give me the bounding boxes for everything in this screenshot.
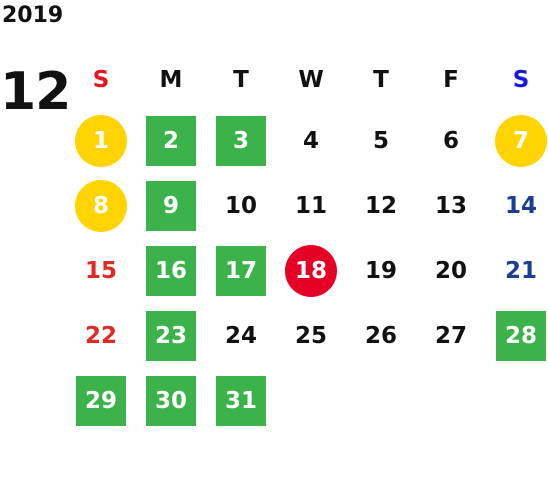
day-cell[interactable]: 28 xyxy=(486,303,548,368)
day-cell[interactable]: 20 xyxy=(416,238,486,303)
empty-day-cell xyxy=(276,368,346,433)
empty-day-cell xyxy=(416,368,486,433)
empty-day-cell xyxy=(346,368,416,433)
day-cell[interactable]: 26 xyxy=(346,303,416,368)
day-cell[interactable]: 29 xyxy=(66,368,136,433)
day-cell[interactable]: 14 xyxy=(486,173,548,238)
day-cell[interactable]: 19 xyxy=(346,238,416,303)
day-number: 4 xyxy=(302,127,319,154)
day-number: 11 xyxy=(294,192,327,219)
day-number: 20 xyxy=(434,257,467,284)
day-cell[interactable]: 25 xyxy=(276,303,346,368)
day-number: 24 xyxy=(224,322,257,349)
day-number: 7 xyxy=(512,127,529,154)
day-number: 17 xyxy=(224,257,257,284)
day-number: 30 xyxy=(154,387,187,414)
day-cell[interactable]: 23 xyxy=(136,303,206,368)
day-cell[interactable]: 18 xyxy=(276,238,346,303)
day-number: 8 xyxy=(92,192,109,219)
weekday-thursday: T xyxy=(373,67,389,93)
day-cell[interactable]: 4 xyxy=(276,108,346,173)
day-number: 5 xyxy=(372,127,389,154)
day-cell[interactable]: 12 xyxy=(346,173,416,238)
year-label: 2019 xyxy=(2,3,64,28)
day-cell[interactable]: 6 xyxy=(416,108,486,173)
day-cell[interactable]: 2 xyxy=(136,108,206,173)
day-cell[interactable]: 5 xyxy=(346,108,416,173)
day-cell[interactable]: 3 xyxy=(206,108,276,173)
day-cell[interactable]: 8 xyxy=(66,173,136,238)
day-number: 19 xyxy=(364,257,397,284)
day-number: 29 xyxy=(84,387,117,414)
day-number: 3 xyxy=(232,127,249,154)
day-number: 16 xyxy=(154,257,187,284)
day-number: 31 xyxy=(224,387,257,414)
day-number: 14 xyxy=(504,192,537,219)
weekday-saturday: S xyxy=(512,67,530,93)
day-cell[interactable]: 21 xyxy=(486,238,548,303)
day-number: 12 xyxy=(364,192,397,219)
day-number: 1 xyxy=(92,127,109,154)
day-number: 15 xyxy=(84,257,117,284)
day-number: 6 xyxy=(442,127,459,154)
day-cell[interactable]: 10 xyxy=(206,173,276,238)
day-cell[interactable]: 11 xyxy=(276,173,346,238)
day-number: 22 xyxy=(84,322,117,349)
day-cell[interactable]: 7 xyxy=(486,108,548,173)
day-cell[interactable]: 31 xyxy=(206,368,276,433)
weekday-sunday: S xyxy=(92,67,110,93)
day-cell[interactable]: 17 xyxy=(206,238,276,303)
day-cell[interactable]: 9 xyxy=(136,173,206,238)
weekday-monday: M xyxy=(159,67,183,93)
day-number: 21 xyxy=(504,257,537,284)
day-number: 9 xyxy=(162,192,179,219)
day-number: 10 xyxy=(224,192,257,219)
day-number: 28 xyxy=(504,322,537,349)
day-cell[interactable]: 27 xyxy=(416,303,486,368)
month-number: 12 xyxy=(0,62,71,122)
day-cell[interactable]: 1 xyxy=(66,108,136,173)
day-number: 2 xyxy=(162,127,179,154)
day-cell[interactable]: 13 xyxy=(416,173,486,238)
day-cell[interactable]: 15 xyxy=(66,238,136,303)
day-cell[interactable]: 24 xyxy=(206,303,276,368)
day-number: 23 xyxy=(154,322,187,349)
day-cell[interactable]: 30 xyxy=(136,368,206,433)
weekday-friday: F xyxy=(443,67,459,93)
day-cell[interactable]: 22 xyxy=(66,303,136,368)
empty-day-cell xyxy=(486,368,548,433)
weekday-tuesday: T xyxy=(233,67,249,93)
day-number: 18 xyxy=(294,257,327,284)
day-number: 25 xyxy=(294,322,327,349)
day-number: 26 xyxy=(364,322,397,349)
day-number: 13 xyxy=(434,192,467,219)
day-number: 27 xyxy=(434,322,467,349)
weekday-wednesday: W xyxy=(298,67,324,93)
day-cell[interactable]: 16 xyxy=(136,238,206,303)
